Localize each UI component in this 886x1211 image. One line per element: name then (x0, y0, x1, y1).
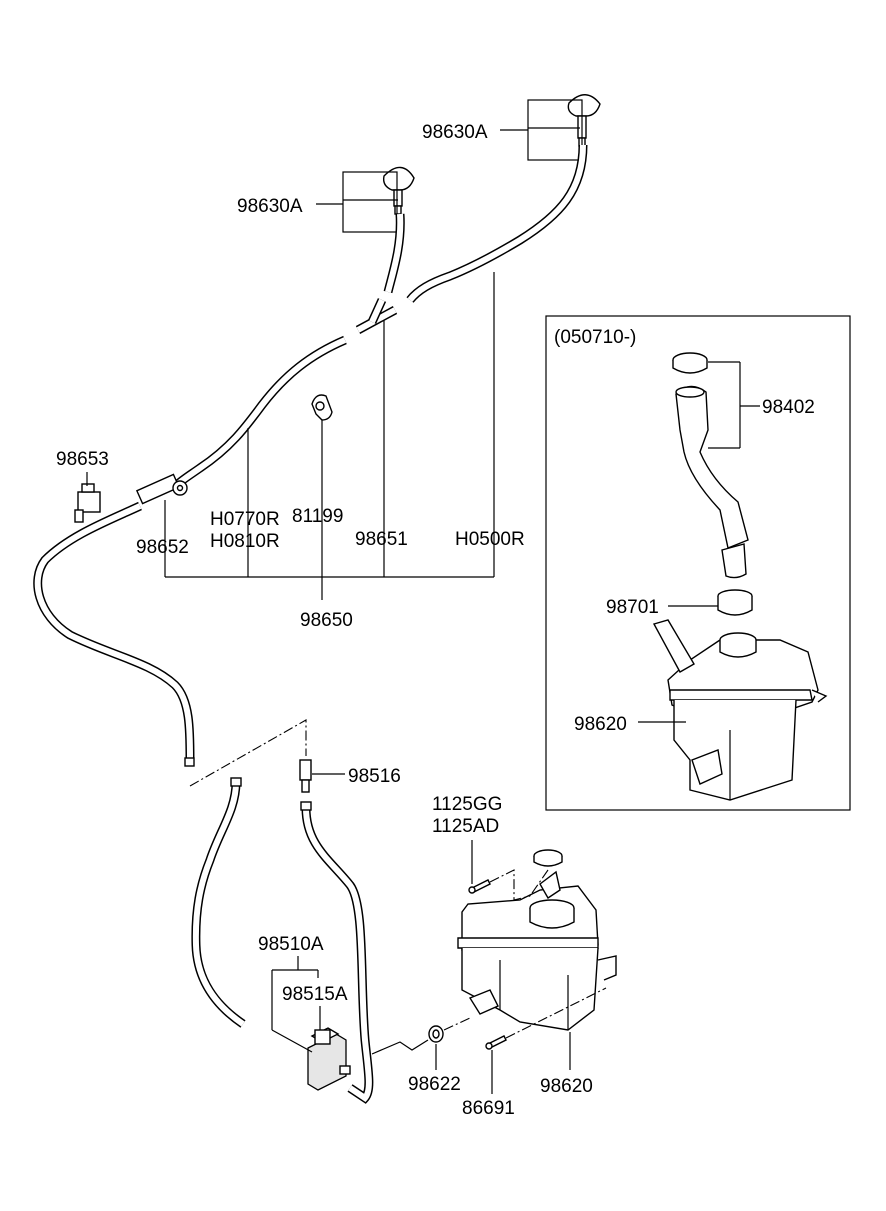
inset-filler-callout (708, 361, 760, 449)
label-hose-98652: 98652 (136, 537, 189, 558)
hose-pump-right[interactable] (300, 801, 374, 1104)
inset-date-code: (050710-) (554, 327, 636, 348)
inset-seal-98701[interactable] (717, 589, 753, 616)
label-jet-upper: 98630A (422, 122, 488, 143)
label-grommet-98515a: 98515A (282, 984, 348, 1005)
inset-filler-neck[interactable] (675, 385, 749, 579)
pump-to-grommet-line (371, 1039, 429, 1055)
inset-label-seal-98701: 98701 (606, 597, 659, 618)
screw-86691[interactable] (485, 1035, 507, 1050)
reservoir-cap[interactable] (533, 849, 563, 867)
cap-dashed-line (529, 869, 549, 897)
bolt-dashed-line (489, 869, 531, 901)
label-screw-86691: 86691 (462, 1098, 515, 1119)
inset-frame (545, 315, 851, 811)
label-bolt-1125gg: 1125GG (432, 794, 502, 815)
label-hose-98651: 98651 (355, 529, 408, 550)
dashed-join (189, 719, 307, 787)
hose-h0770r[interactable] (174, 335, 347, 488)
hose-h0810r[interactable] (33, 501, 195, 767)
clip-98653[interactable] (74, 483, 101, 523)
inset-reservoir-98620[interactable] (652, 619, 828, 801)
grommet-98622[interactable] (428, 1025, 444, 1043)
label-pump-98510a: 98510A (258, 934, 324, 955)
washer-jet-left[interactable] (382, 166, 415, 215)
hose-pump-left[interactable] (191, 777, 246, 1028)
reservoir-98620[interactable] (457, 870, 617, 1031)
label-clip-98653: 98653 (56, 449, 109, 470)
grommet-dashed-line (443, 1017, 471, 1031)
hose-assy-leaders (86, 272, 495, 600)
label-connector-98516: 98516 (348, 766, 401, 787)
label-jet-left: 98630A (237, 196, 303, 217)
label-hose-assy-98650: 98650 (300, 610, 353, 631)
bolt-1125gg[interactable] (468, 879, 491, 894)
inset-label-reservoir-98620: 98620 (574, 714, 627, 735)
label-hose-h0500r: H0500R (455, 529, 525, 550)
label-hose-h0770r: H0770R (210, 509, 280, 530)
jet-upper-callout (500, 99, 583, 161)
hose-jet-left[interactable] (383, 213, 405, 294)
inset-label-filler-98402: 98402 (762, 397, 815, 418)
label-hose-h0810r: H0810R (210, 531, 280, 552)
connector-98516[interactable] (299, 759, 345, 793)
washer-jet-upper[interactable] (567, 94, 601, 147)
jet-left-callout (316, 171, 398, 233)
inset-filler-cap[interactable] (672, 352, 708, 374)
washer-pump-98510a[interactable] (307, 1027, 351, 1091)
clip-81199[interactable] (311, 394, 333, 421)
screw-dashed-line (505, 987, 607, 1039)
label-bolt-1125ad: 1125AD (432, 816, 499, 837)
label-grommet-98622: 98622 (408, 1074, 461, 1095)
hose-h0500r[interactable] (406, 144, 588, 303)
check-valve-98652[interactable] (135, 473, 188, 505)
connector-98651[interactable] (355, 298, 398, 334)
label-reservoir-98620: 98620 (540, 1076, 593, 1097)
pump-callout (271, 956, 321, 1053)
label-clip-81199: 81199 (292, 506, 343, 527)
